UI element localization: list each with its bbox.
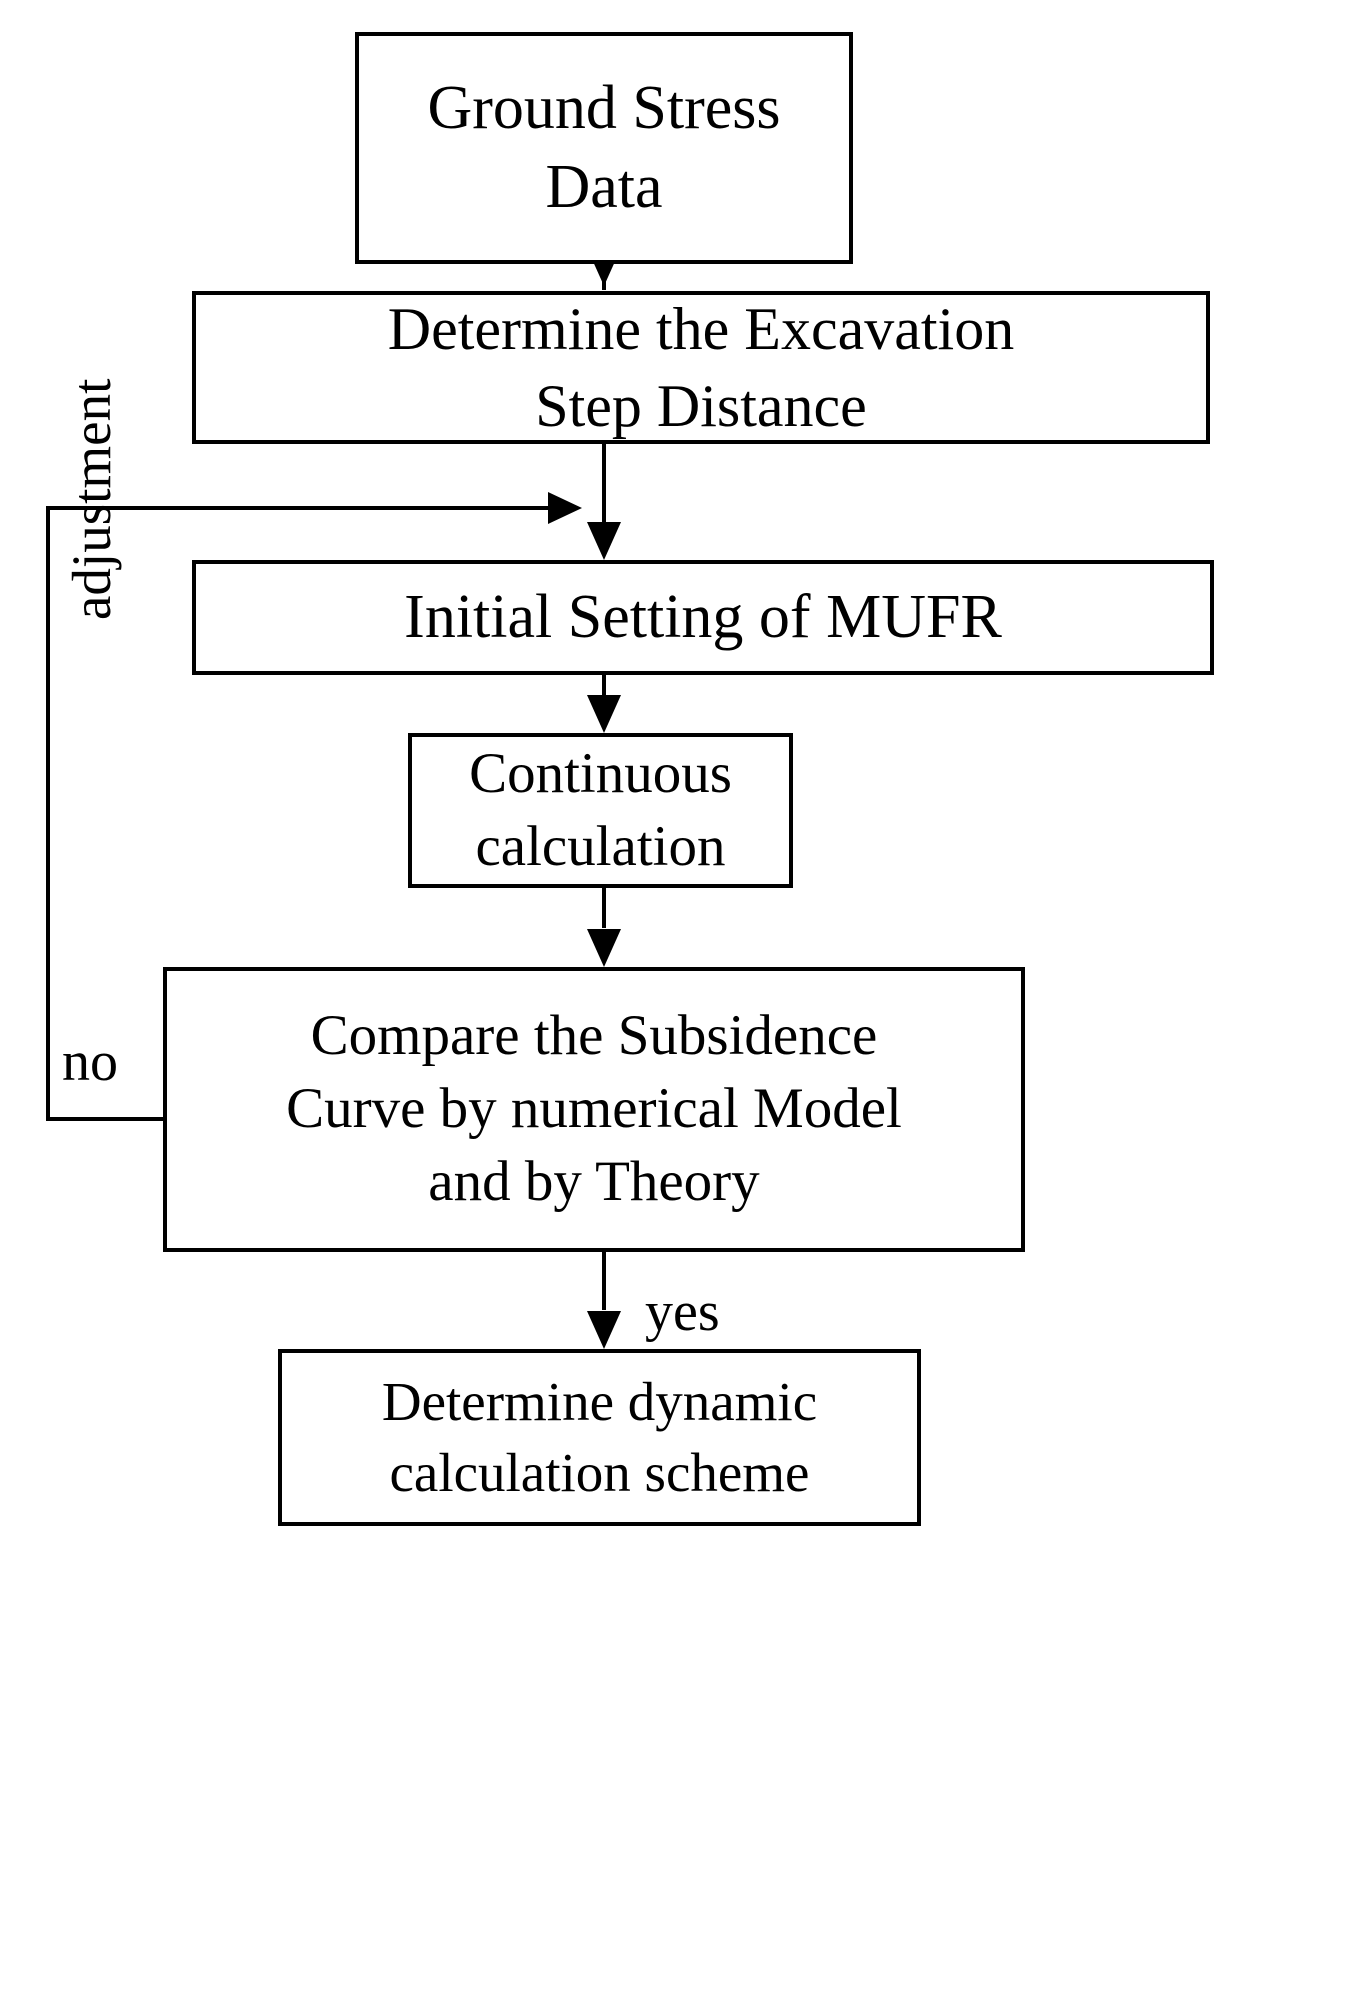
arrowhead-right-icon: [548, 492, 582, 524]
connector-excavation-to-mufr: [602, 444, 606, 534]
node-continuous-calculation: Continuous calculation: [408, 733, 793, 888]
arrowhead-down-icon: [587, 695, 621, 733]
node-compare-subsidence-curve: Compare the Subsidence Curve by numerica…: [163, 967, 1025, 1252]
feedback-loop-bottom-segment: [46, 1117, 165, 1121]
connector-continuous-to-compare: [602, 888, 606, 928]
edge-label-yes: yes: [645, 1281, 720, 1343]
edge-label-adjustment: adjustment: [61, 378, 122, 620]
connector-mufr-to-continuous: [602, 675, 606, 701]
node-ground-stress-data: Ground Stress Data: [355, 32, 853, 264]
arrowhead-down-icon: [587, 1311, 621, 1349]
feedback-loop-top-segment: [46, 506, 564, 510]
node-initial-setting-of-mufr: Initial Setting of MUFR: [192, 560, 1214, 675]
node-determine-excavation-step-distance: Determine the Excavation Step Distance: [192, 291, 1210, 444]
node-determine-dynamic-calculation-scheme: Determine dynamic calculation scheme: [278, 1349, 921, 1526]
arrowhead-down-icon: [587, 522, 621, 560]
connector-compare-to-dynamic: [602, 1252, 606, 1310]
arrowhead-down-icon: [587, 929, 621, 967]
feedback-loop-left-segment: [46, 506, 50, 1121]
edge-label-no: no: [62, 1031, 118, 1093]
